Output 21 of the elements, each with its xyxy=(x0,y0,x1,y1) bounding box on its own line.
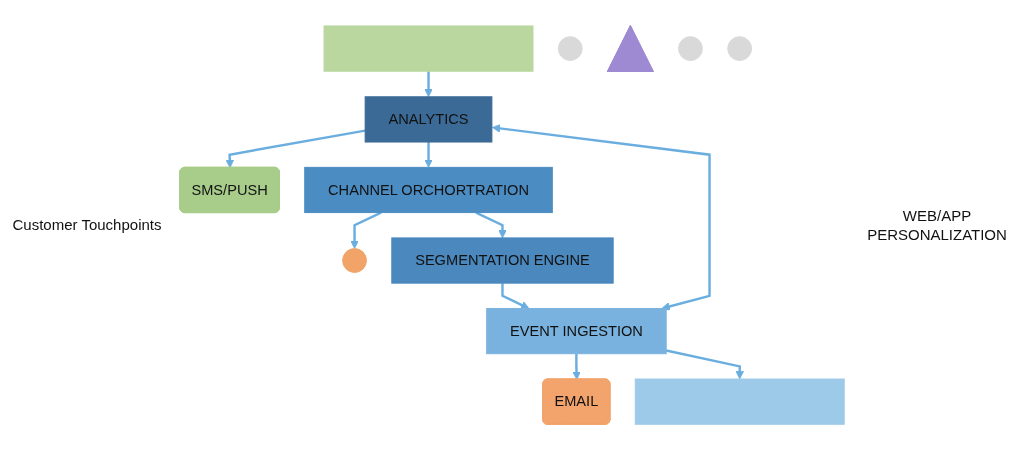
node-box xyxy=(634,378,845,425)
node-circle xyxy=(342,248,367,273)
node-circle xyxy=(678,36,703,61)
node-circle xyxy=(727,36,753,61)
arrow xyxy=(501,283,530,309)
node-box: EVENT INGESTION xyxy=(486,308,667,355)
node-box: CHANNEL ORCHORTRATION xyxy=(304,166,553,214)
arrow xyxy=(572,353,581,380)
arrow xyxy=(225,129,366,169)
node-box: SEGMENTATION ENGINE xyxy=(391,237,614,284)
node-box xyxy=(323,25,534,72)
note-text: Customer Touchpoints xyxy=(11,215,163,236)
arrow xyxy=(475,211,507,239)
arrow xyxy=(424,71,433,98)
arrow xyxy=(491,124,711,311)
arrow xyxy=(665,349,744,380)
note-text: WEB/APP PERSONALIZATION xyxy=(866,205,1008,245)
arrow xyxy=(350,211,382,249)
node-box: ANALYTICS xyxy=(364,96,493,143)
arrow xyxy=(424,142,433,168)
node-circle xyxy=(557,36,583,61)
